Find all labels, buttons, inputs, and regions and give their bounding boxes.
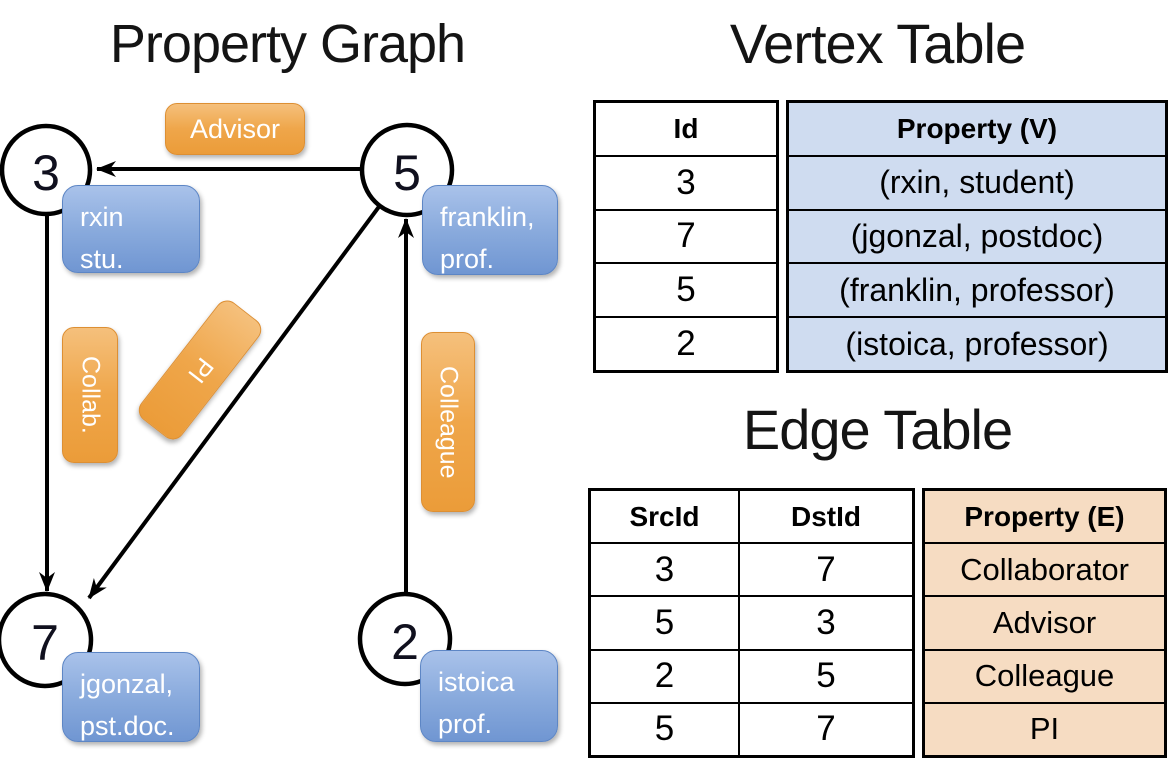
edge-table-srcid-column: SrcId 3 5 2 5: [591, 491, 740, 755]
edge-label-colleague: Colleague: [421, 332, 475, 512]
edge-table-dstid-column: DstId 7 3 5 7: [740, 491, 912, 755]
vertex-table-property-column: Property (V) (rxin, student) (jgonzal, p…: [786, 100, 1168, 373]
node-3-property-line2: stu.: [80, 244, 124, 274]
edge-pi-5-to-7: [87, 202, 383, 600]
edge-label-colleague-text: Colleague: [434, 365, 463, 479]
edge-table-property-cell: Colleague: [925, 648, 1164, 702]
node-5-property-box: franklin, prof.: [422, 185, 558, 275]
edge-label-collaborator: Collab.: [62, 327, 118, 463]
vertex-table-id-column: Id 3 7 5 2: [593, 100, 779, 373]
edge-table-dstid-cell: 7: [740, 701, 912, 755]
edge-table-title: Edge Table: [742, 398, 1013, 461]
node-7-property-line1: jgonzal,: [80, 669, 174, 699]
edge-table-property-cell: Collaborator: [925, 542, 1164, 595]
edge-label-collaborator-text: Collab.: [76, 356, 105, 434]
vertex-table-id-cell: 2: [596, 316, 776, 370]
node-2-property-line1: istoica: [438, 667, 515, 697]
node-2-property-line2: prof.: [438, 709, 493, 739]
node-5-property-line2: prof.: [440, 244, 495, 274]
node-7-id-label: 7: [31, 615, 59, 671]
node-3-property-line1: rxin: [80, 202, 124, 232]
edge-table-srcid-cell: 2: [591, 648, 738, 702]
property-graph-canvas: [0, 122, 455, 689]
edge-label-advisor-text: Advisor: [189, 113, 281, 144]
node-2-property-box: istoica prof.: [420, 650, 558, 742]
edge-table-property-header: Property (E): [964, 500, 1125, 532]
edge-table-srcid-cell: 3: [591, 542, 738, 595]
node-7-property-box: jgonzal, pst.doc.: [62, 652, 200, 742]
vertex-table-title: Vertex Table: [729, 12, 1026, 75]
edge-table-property-column: Property (E) Collaborator Advisor Collea…: [922, 488, 1167, 758]
vertex-table-id-cell: 7: [596, 208, 776, 263]
vertex-table-id-header: Id: [673, 112, 699, 144]
edge-table-dstid-header: DstId: [791, 500, 861, 532]
edge-table-dstid-cell: 3: [740, 595, 912, 648]
vertex-table-id-cell: 5: [596, 262, 776, 316]
vertex-table-id-cell: 3: [596, 154, 776, 209]
node-3-property-box: rxin stu.: [62, 185, 200, 274]
edge-label-pi-text: PI: [182, 352, 219, 389]
edge-label-advisor: Advisor: [165, 103, 305, 155]
edge-table-srcid-cell: 5: [591, 595, 738, 648]
edge-table-id-columns: SrcId 3 5 2 5 DstId 7 3 5 7: [588, 488, 915, 758]
vertex-table-property-cell: (franklin, professor): [789, 262, 1165, 316]
node-3-id-label: 3: [32, 145, 60, 201]
edge-table-property-cell: PI: [925, 701, 1164, 755]
node-5-id-label: 5: [393, 145, 421, 201]
edge-table-dstid-cell: 5: [740, 648, 912, 702]
vertex-table-property-cell: (istoica, professor): [789, 316, 1165, 370]
node-2-id-label: 2: [391, 614, 419, 670]
node-5-property-line1: franklin,: [440, 202, 535, 232]
edge-table-property-cell: Advisor: [925, 595, 1164, 648]
vertex-table-property-cell: (rxin, student): [789, 154, 1165, 209]
vertex-table-property-cell: (jgonzal, postdoc): [789, 208, 1165, 263]
property-graph-title: Property Graph: [109, 14, 466, 74]
edge-table-dstid-cell: 7: [740, 542, 912, 595]
edge-table-srcid-cell: 5: [591, 701, 738, 755]
vertex-table-property-header: Property (V): [896, 112, 1058, 144]
edge-table-srcid-header: SrcId: [629, 500, 700, 532]
node-7-property-line2: pst.doc.: [80, 711, 175, 741]
